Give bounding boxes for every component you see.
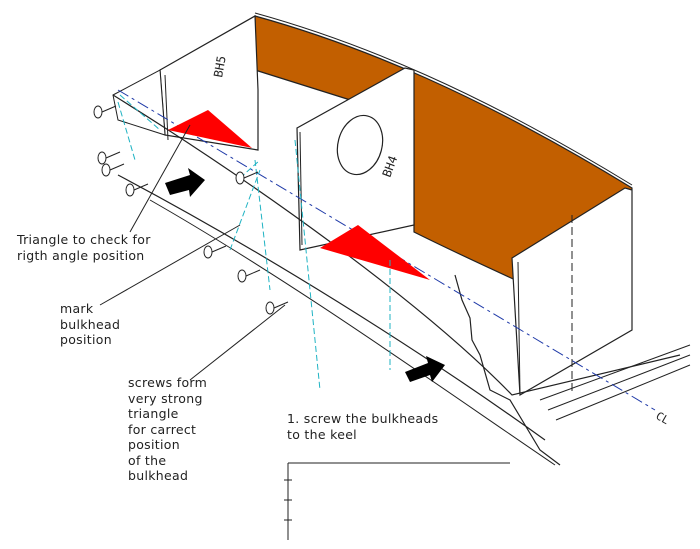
screw-icon [237, 269, 261, 283]
broken-edge-line [454, 274, 561, 466]
screw-icon [265, 301, 289, 315]
hull-side-top-edge [254, 12, 633, 186]
bh5-label: BH5 [211, 55, 229, 79]
screw-icon [97, 151, 121, 165]
bh4-hole [336, 114, 384, 176]
screw-icon [93, 105, 117, 119]
triangle-bh5 [168, 110, 252, 148]
arrow-icon [405, 356, 445, 382]
screw-icon [101, 163, 125, 177]
floor-lines [539, 344, 691, 421]
triangle-bh4 [320, 225, 430, 280]
arrow-icon [165, 168, 205, 197]
screws-triangle-label: screws form very strong triangle for car… [128, 375, 208, 483]
keel-bottom-edge [117, 174, 546, 441]
screw-icon [203, 245, 227, 259]
leader-lines [99, 124, 286, 381]
mark-bulkhead-label: mark bulkhead position [60, 301, 121, 347]
keel-lower-line [149, 199, 556, 466]
screw-icon [125, 183, 149, 197]
screws [93, 105, 289, 315]
bottom-frame [284, 462, 510, 540]
screw-icon [235, 171, 259, 185]
triangle-check-label: Triangle to check for rigth angle positi… [17, 232, 151, 263]
screw-bulkheads-label: 1. screw the bulkheads to the keel [287, 411, 439, 442]
centerline-label: CL [654, 409, 672, 427]
bh4-edge [299, 131, 303, 246]
bh4-label: BH4 [380, 154, 401, 179]
